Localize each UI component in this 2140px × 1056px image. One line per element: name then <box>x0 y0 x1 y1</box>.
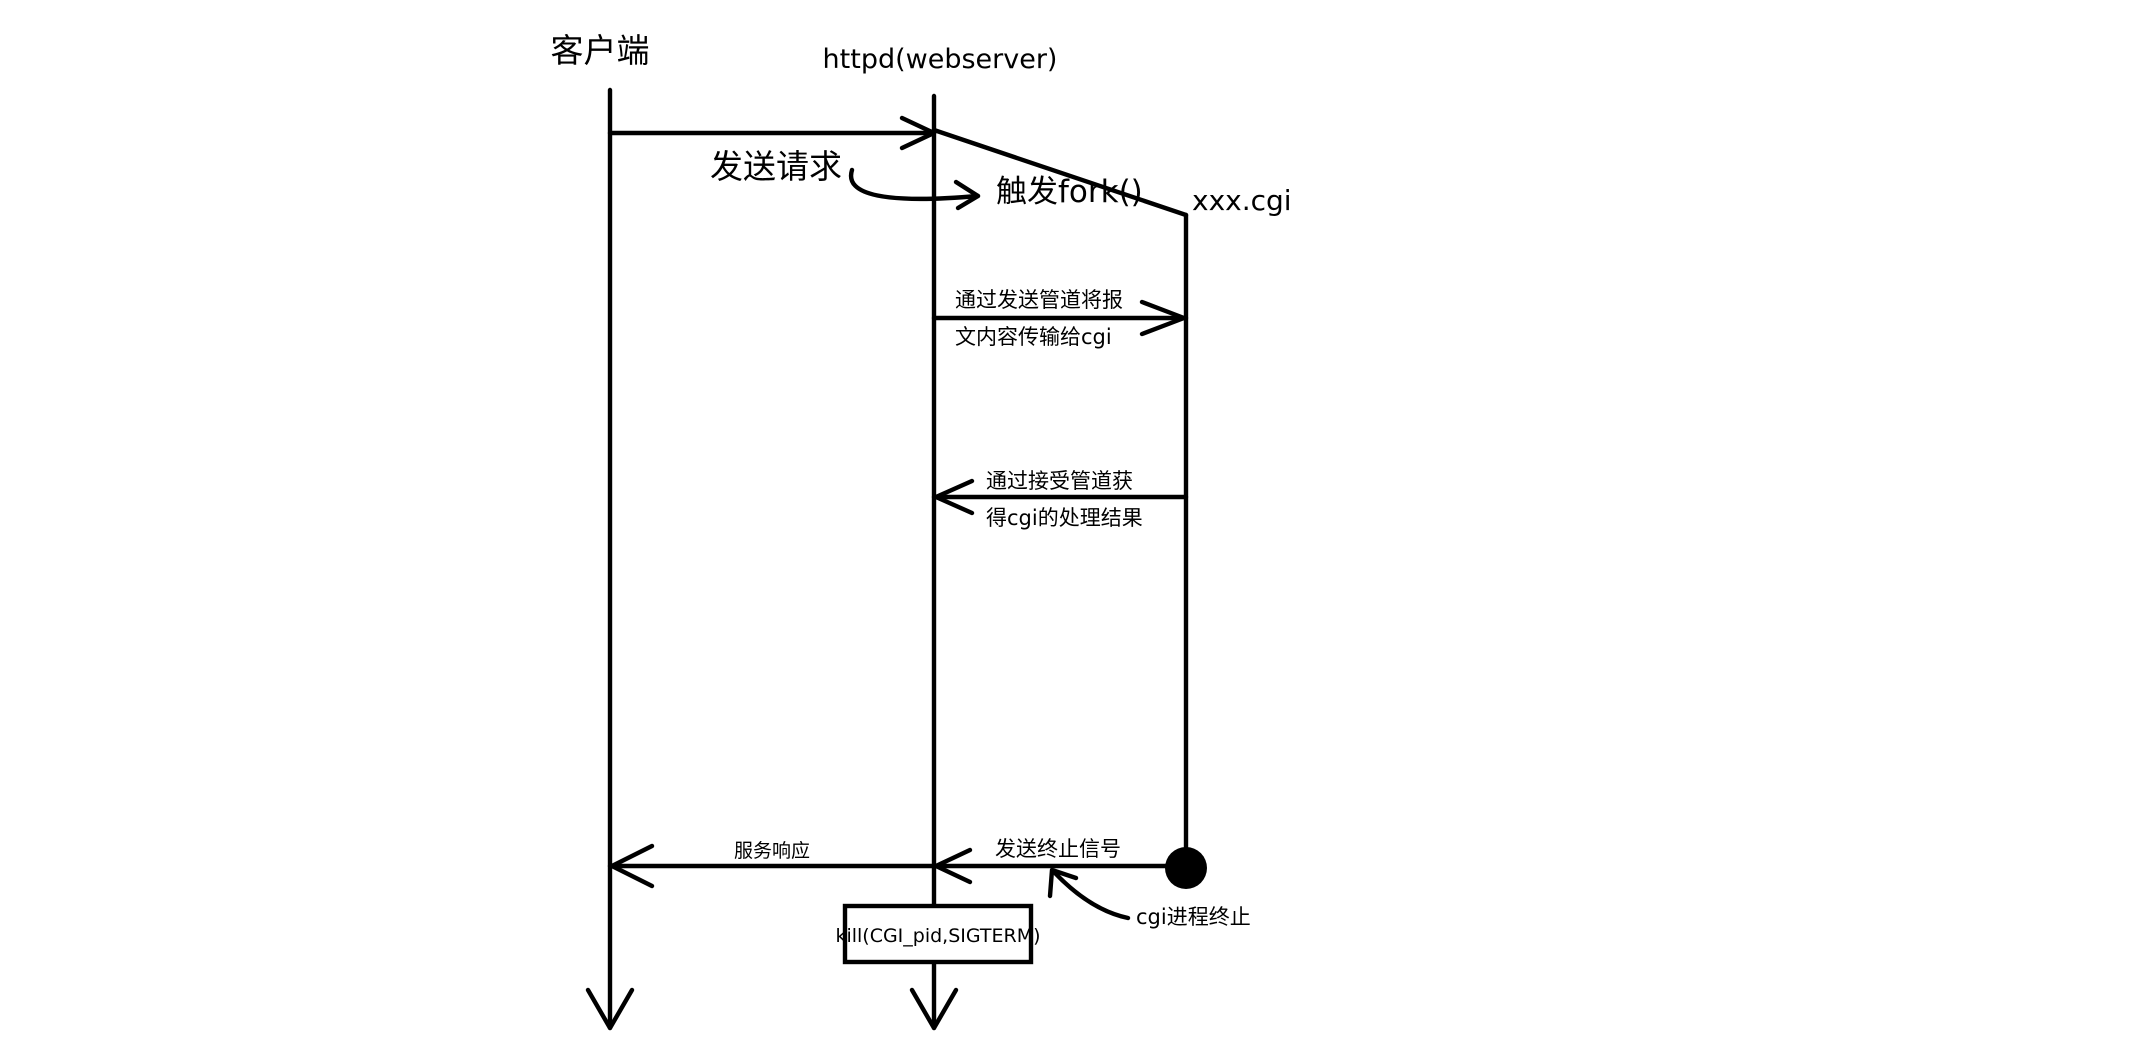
fork-line <box>931 127 1189 218</box>
cgi-terminated-curved-arrow <box>1051 869 1131 921</box>
cgi-terminated-arrowhead <box>1047 867 1079 899</box>
kill-call-box <box>842 903 1034 965</box>
pipe-send-label-line1: 通过发送管道将报 <box>955 288 1123 312</box>
cgi-lifeline-label: xxx.cgi <box>1192 184 1292 217</box>
fork-curved-arrow <box>848 167 981 202</box>
service-response-label: 服务响应 <box>734 840 810 862</box>
send-request-arrowhead <box>899 115 937 151</box>
cgi-termination-dot <box>1165 847 1207 889</box>
cgi-terminated-label: cgi进程终止 <box>1136 905 1251 929</box>
server-lifeline-arrowhead <box>909 987 959 1031</box>
client-lifeline-label: 客户端 <box>551 31 650 70</box>
pipe-receive-label-line1: 通过接受管道获 <box>986 469 1133 493</box>
trigger-fork-label: 触发fork() <box>996 174 1143 210</box>
pipe-send-arrowhead <box>1139 299 1187 337</box>
terminate-signal-label: 发送终止信号 <box>995 837 1121 861</box>
client-lifeline-arrowhead <box>585 987 635 1031</box>
pipe-send-label-line2: 文内容传输给cgi <box>955 325 1112 349</box>
send-request-label: 发送请求 <box>710 147 842 186</box>
kill-call-label: kill(CGI_pid,SIGTERM) <box>835 925 1040 947</box>
fork-curved-arrowhead <box>953 179 981 211</box>
pipe-receive-arrowhead <box>933 478 975 516</box>
pipe-receive-label-line2: 得cgi的处理结果 <box>986 506 1143 530</box>
service-response-arrowhead <box>609 843 655 889</box>
server-lifeline-label: httpd(webserver) <box>823 44 1058 75</box>
